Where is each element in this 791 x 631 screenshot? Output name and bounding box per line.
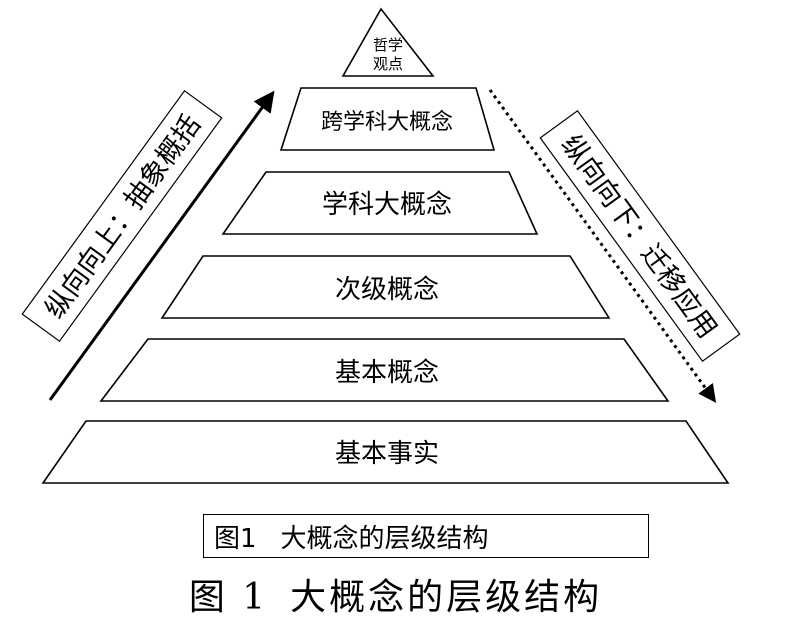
figure-title-number: 图 1 (188, 577, 269, 618)
transfer-label-box: 纵向向下：迁移应用 (539, 109, 741, 363)
pyramid-level-interdisciplinary: 跨学科大概念 (279, 87, 496, 151)
level-secondary-label: 次级概念 (335, 275, 439, 305)
level-subject-label: 学科大概念 (322, 190, 452, 220)
pyramid-level-subject: 学科大概念 (221, 171, 539, 235)
level-basic-concept-label: 基本概念 (335, 358, 439, 388)
pyramid-level-philosophy: 哲学 观点 (341, 7, 435, 77)
downward-arrow (488, 89, 717, 403)
level-philosophy-line-2: 观点 (373, 55, 403, 73)
figure-title-text: 大概念的层级结构 (290, 577, 603, 618)
figure-title: 图 1 大概念的层级结构 (0, 568, 791, 620)
pyramid-level-basic-fact: 基本事实 (41, 420, 730, 484)
level-basic-fact-label: 基本事实 (335, 439, 439, 469)
caption-box-title: 大概念的层级结构 (280, 523, 489, 554)
pyramid-level-secondary: 次级概念 (160, 255, 611, 319)
pyramid-level-basic-concept: 基本概念 (99, 338, 670, 402)
caption-box-figure-number: 图1 (214, 523, 257, 554)
figure-caption-box: 图1 大概念的层级结构 (203, 514, 649, 558)
upward-arrow (48, 90, 275, 401)
level-interdisciplinary-label: 跨学科大概念 (321, 110, 453, 135)
level-philosophy-line-1: 哲学 (373, 36, 403, 54)
